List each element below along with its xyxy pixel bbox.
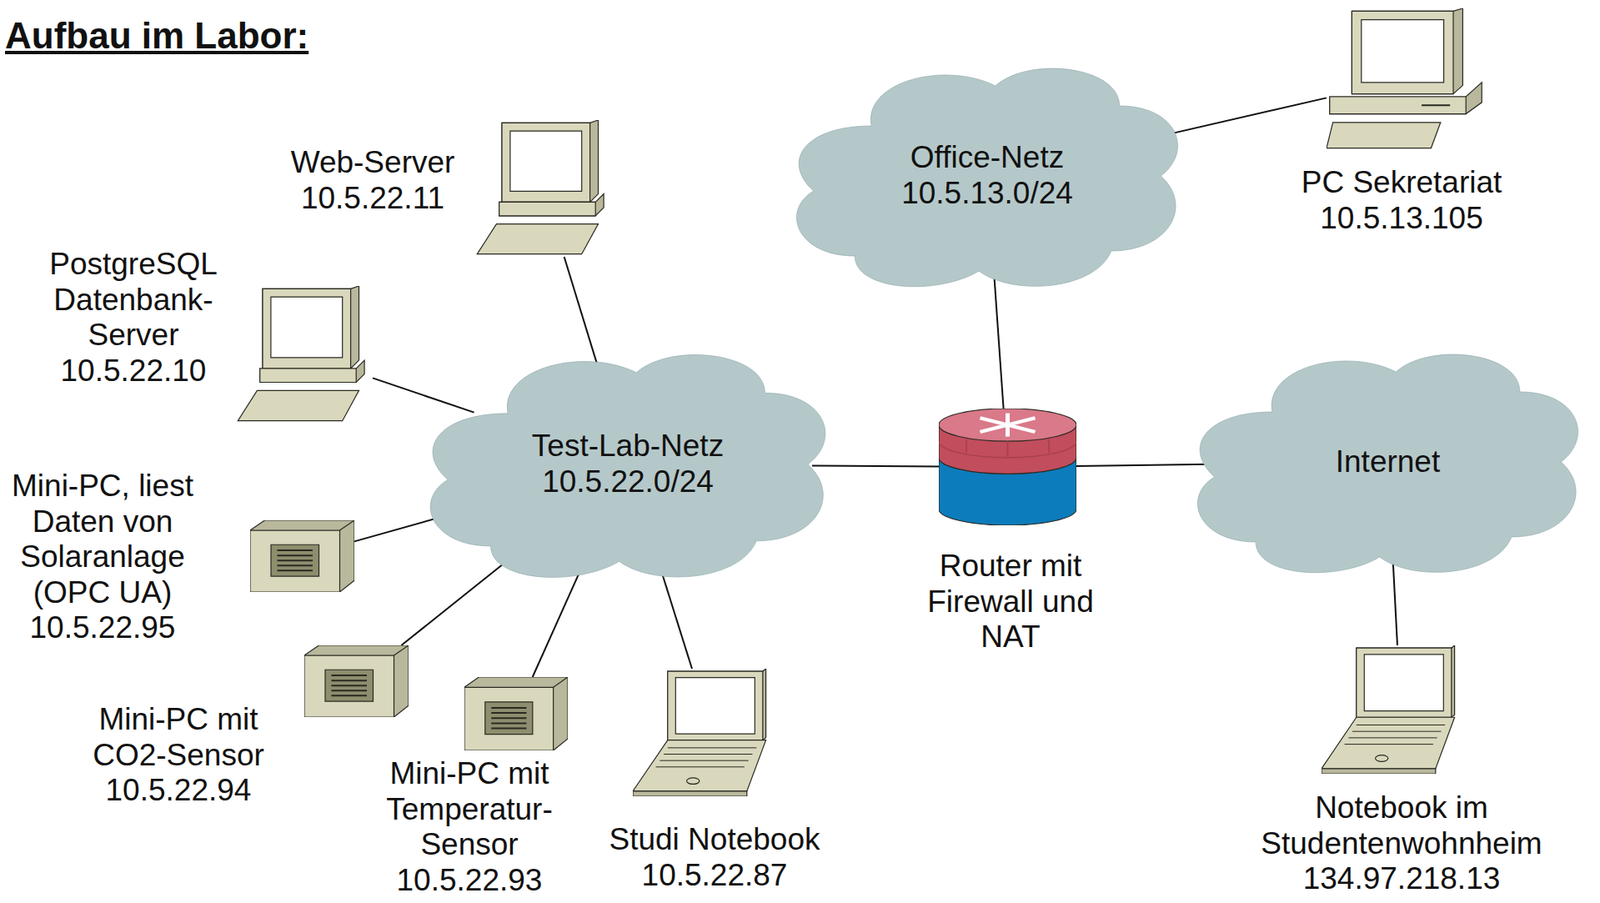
notebook: Studi Notebook10.5.22.87: [632, 668, 792, 797]
device-name: Internet: [1335, 444, 1440, 481]
desktop-pc: PC Sekretariat10.5.13.105: [1326, 8, 1485, 151]
device-name: Mini-PC mit CO2-Sensor: [87, 702, 270, 773]
network-cloud: Test-Lab-Netz10.5.22.0/24: [413, 336, 843, 592]
ip-address: 10.5.22.11: [290, 180, 456, 217]
ip-address: 10.5.22.94: [87, 772, 270, 809]
device-icon: [474, 120, 612, 257]
device-icon: [1326, 8, 1485, 151]
router-firewall: Router mit Firewall und NAT: [938, 408, 1077, 526]
network-link: [993, 268, 1004, 409]
device-name: Router mit Firewall und NAT: [921, 548, 1101, 656]
mini-pc: Mini-PC mit CO2-Sensor10.5.22.94: [304, 645, 409, 718]
ip-address: 10.5.13.0/24: [901, 175, 1074, 212]
device-name: Office-Netz: [910, 140, 1064, 176]
label-group: Mini-PC mit Temperatur-Sensor10.5.22.93: [378, 756, 561, 898]
device-name: PostgreSQL Datenbank-Server: [42, 246, 225, 354]
ip-address: 134.97.218.13: [1259, 861, 1544, 898]
device-icon: [632, 668, 792, 797]
label-group: Office-Netz10.5.13.0/24: [780, 50, 1194, 301]
label-group: Test-Lab-Netz10.5.22.0/24: [413, 336, 843, 592]
device-name: Test-Lab-Netz: [531, 428, 724, 465]
label-group: Internet: [1181, 336, 1595, 587]
device-name: Notebook im Studentenwohnheim: [1259, 790, 1544, 862]
device-name: Studi Notebook: [608, 822, 820, 858]
label-group: Web-Server10.5.22.11: [290, 145, 456, 216]
ip-address: 10.5.22.87: [608, 857, 820, 894]
mini-pc: Mini-PC, liest Daten von Solaranlage (OP…: [250, 520, 355, 592]
network-link: [372, 377, 475, 412]
label-group: PostgreSQL Datenbank-Server10.5.22.10: [42, 246, 225, 389]
diagram-title: Aufbau im Labor:: [5, 15, 309, 57]
device-name: PC Sekretariat: [1301, 165, 1503, 201]
label-group: Studi Notebook10.5.22.87: [608, 822, 820, 893]
label-group: Mini-PC, liest Daten von Solaranlage (OP…: [4, 468, 201, 647]
server-pc: Web-Server10.5.22.11: [474, 120, 612, 257]
network-link: [812, 465, 939, 467]
ip-address: 10.5.22.0/24: [541, 464, 714, 501]
notebook: Notebook im Studentenwohnheim134.97.218.…: [1321, 645, 1480, 774]
ip-address: 10.5.22.95: [4, 610, 201, 647]
server-pc: PostgreSQL Datenbank-Server10.5.22.10: [235, 285, 373, 424]
label-group: PC Sekretariat10.5.13.105: [1301, 165, 1503, 236]
device-icon: [938, 408, 1077, 526]
device-icon: [304, 645, 409, 718]
device-icon: [250, 520, 355, 592]
label-group: Mini-PC mit CO2-Sensor10.5.22.94: [87, 702, 270, 809]
network-link: [1076, 464, 1211, 467]
network-link: [1149, 97, 1327, 139]
ip-address: 10.5.22.10: [42, 353, 225, 390]
mini-pc: Mini-PC mit Temperatur-Sensor10.5.22.93: [464, 677, 568, 751]
network-link: [564, 256, 600, 372]
device-name: Web-Server: [290, 145, 456, 181]
network-cloud: Office-Netz10.5.13.0/24: [780, 50, 1194, 301]
device-icon: [235, 285, 373, 424]
label-group: Notebook im Studentenwohnheim134.97.218.…: [1259, 790, 1544, 898]
network-cloud: Internet: [1181, 336, 1595, 587]
device-name: Mini-PC, liest Daten von Solaranlage (OP…: [4, 468, 201, 611]
ip-address: 10.5.22.93: [378, 862, 561, 899]
device-icon: [464, 677, 568, 751]
network-link: [1392, 554, 1398, 646]
label-group: Router mit Firewall und NAT: [921, 548, 1101, 656]
ip-address: 10.5.13.105: [1301, 200, 1503, 237]
device-icon: [1321, 645, 1480, 774]
device-name: Mini-PC mit Temperatur-Sensor: [378, 756, 561, 863]
